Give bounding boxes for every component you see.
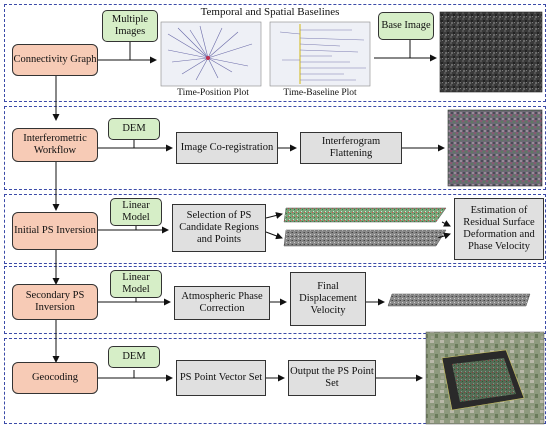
geocoding-box: Geocoding (12, 362, 98, 394)
panel-initial-ps (4, 194, 546, 264)
residual-estimation-box: Estimation of Residual Surface Deformati… (454, 198, 544, 260)
candidate-region-strip-bottom (283, 229, 447, 247)
image-coregistration-box: Image Co-registration (176, 132, 278, 164)
interferogram-image (447, 109, 543, 187)
time-baseline-plot-label: Time-Baseline Plot (283, 88, 357, 98)
panel-secondary-ps (4, 266, 546, 334)
base-image (439, 11, 543, 93)
interferometric-workflow-box: Interferometric Workflow (12, 128, 98, 162)
secondary-ps-inversion-box: Secondary PS Inversion (12, 284, 98, 320)
interferogram-flattening-box: Interferogram Flattening (300, 132, 402, 164)
dem-box-interferometric: DEM (108, 118, 160, 140)
dem-box-geocoding: DEM (108, 346, 160, 368)
baselines-title: Temporal and Spatial Baselines (200, 6, 340, 18)
linear-model-box-initial: Linear Model (110, 198, 162, 226)
ps-point-vector-set-box: PS Point Vector Set (176, 360, 266, 396)
time-position-plot (160, 21, 262, 87)
connectors (52, 40, 451, 382)
initial-ps-inversion-box: Initial PS Inversion (12, 212, 98, 250)
final-displacement-box: Final Displacement Velocity (290, 272, 366, 326)
geocoded-image (425, 331, 545, 425)
linear-model-box-secondary: Linear Model (110, 270, 162, 298)
time-baseline-plot (269, 21, 371, 87)
panel-geocoding (4, 338, 546, 424)
ps-candidate-selection-box: Selection of PS Candidate Regions and Po… (172, 204, 266, 252)
base-image-box: Base Image (378, 12, 434, 40)
connectivity-graph-box: Connectivity Graph (12, 44, 98, 76)
panel-interferometric (4, 106, 546, 190)
atmospheric-correction-box: Atmospheric Phase Correction (174, 286, 270, 320)
output-ps-point-set-box: Output the PS Point Set (288, 360, 376, 396)
multiple-images-box: Multiple Images (102, 10, 158, 42)
candidate-region-strip-top (283, 207, 447, 223)
panel-connectivity (4, 4, 546, 102)
displacement-velocity-strip (387, 293, 531, 307)
time-position-plot-label: Time-Position Plot (177, 88, 249, 98)
